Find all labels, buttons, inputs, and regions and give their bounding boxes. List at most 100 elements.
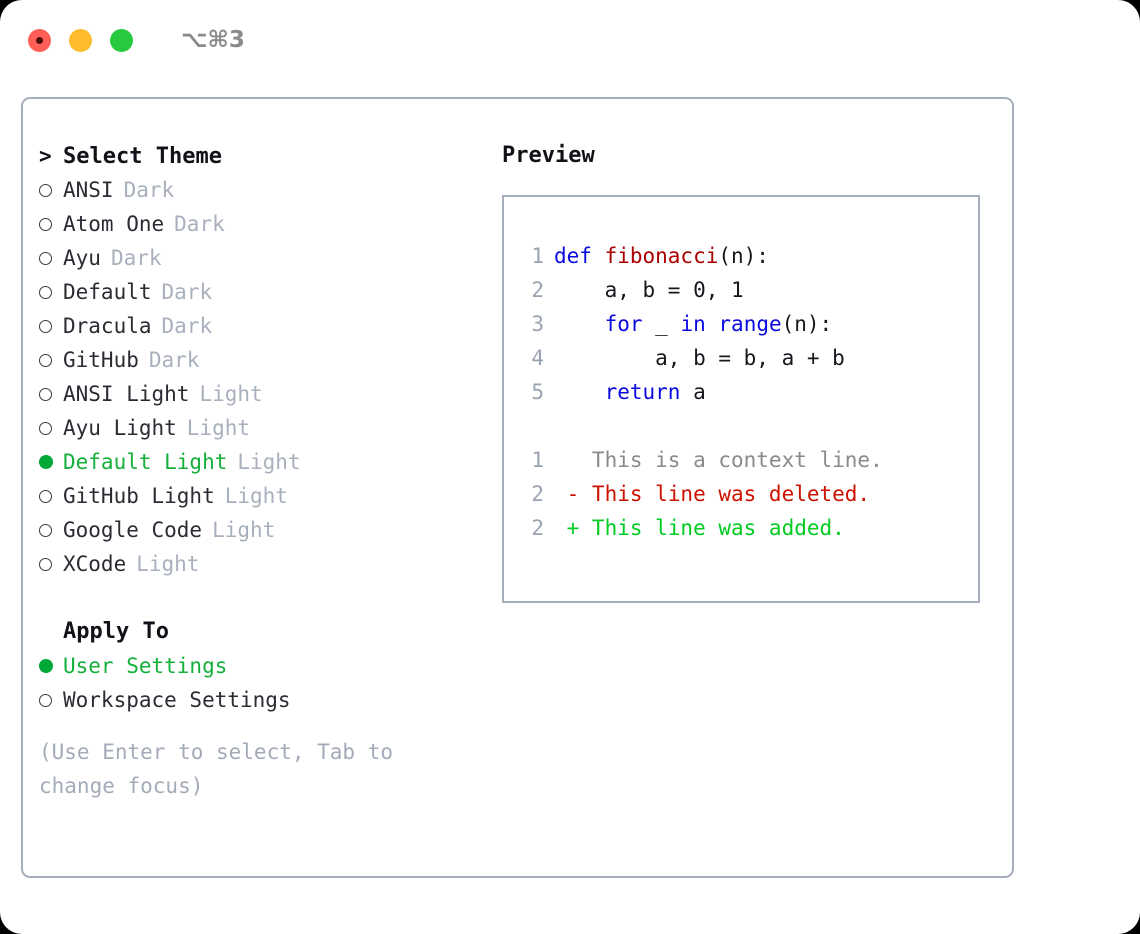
- apply-to-item[interactable]: User Settings: [39, 649, 499, 683]
- theme-list-item[interactable]: GitHub Light Light: [39, 479, 499, 513]
- theme-name-label: GitHub Light: [63, 484, 215, 508]
- theme-variant-label: Dark: [123, 178, 175, 202]
- theme-name-label: Default Light: [63, 450, 228, 474]
- theme-variant-label: Light: [212, 518, 276, 542]
- close-window-button[interactable]: [28, 28, 51, 52]
- code-token: (n):: [718, 244, 769, 268]
- apply-to-header-label: Apply To: [63, 619, 169, 644]
- code-line: 5 return a: [516, 375, 978, 409]
- theme-variant-label: Dark: [148, 348, 200, 372]
- theme-list-item[interactable]: Google Code Light: [39, 513, 499, 547]
- theme-list-item[interactable]: Atom One Dark: [39, 207, 499, 241]
- code-line: 3 for _ in range(n):: [516, 307, 978, 341]
- line-number: 2: [531, 482, 544, 506]
- radio-unselected-icon: [39, 309, 63, 343]
- theme-list-item[interactable]: Ayu Light Light: [39, 411, 499, 445]
- radio-unselected-icon: [39, 173, 63, 207]
- code-token: This is a context line.: [554, 448, 883, 472]
- radio-unselected-icon: [39, 683, 63, 717]
- select-theme-header: > Select Theme: [39, 139, 499, 173]
- code-token: for: [604, 312, 643, 336]
- diff-line: 2 + This line was added.: [516, 511, 978, 545]
- theme-variant-label: Dark: [161, 314, 213, 338]
- code-line: 2 a, b = 0, 1: [516, 273, 978, 307]
- code-token: def: [554, 244, 605, 268]
- maximize-window-button[interactable]: [110, 28, 133, 52]
- theme-variant-label: Dark: [161, 280, 213, 304]
- code-token: [706, 312, 719, 336]
- line-number: 2: [531, 278, 544, 302]
- theme-name-label: Atom One: [63, 212, 165, 236]
- apply-to-label: Workspace Settings: [63, 688, 291, 712]
- code-token: _: [642, 312, 681, 336]
- code-token: (n):: [781, 312, 833, 336]
- radio-unselected-icon: [39, 275, 63, 309]
- code-token: range: [718, 312, 782, 336]
- caret-icon: >: [39, 144, 52, 168]
- code-token: fibonacci: [604, 244, 719, 268]
- apply-to-item[interactable]: Workspace Settings: [39, 683, 499, 717]
- apply-to-label: User Settings: [63, 654, 228, 678]
- radio-unselected-icon: [39, 241, 63, 275]
- code-token: a: [680, 380, 706, 404]
- help-text: (Use Enter to select, Tab to change focu…: [39, 740, 406, 798]
- radio-unselected-icon: [39, 411, 63, 445]
- theme-variant-label: Light: [224, 484, 288, 508]
- line-number: 1: [531, 448, 544, 472]
- diff-line: 2 - This line was deleted.: [516, 477, 978, 511]
- line-number: 5: [531, 380, 544, 404]
- radio-unselected-icon: [39, 547, 63, 581]
- theme-list-item[interactable]: ANSI Light Light: [39, 377, 499, 411]
- theme-list-item[interactable]: ANSI Dark: [39, 173, 499, 207]
- theme-variant-label: Dark: [110, 246, 162, 270]
- theme-name-label: GitHub: [63, 348, 139, 372]
- code-line: 4 a, b = b, a + b: [516, 341, 978, 375]
- theme-name-label: Ayu Light: [63, 416, 177, 440]
- title-bar: ⌥⌘3: [0, 0, 1140, 80]
- code-token: a, b = 0, 1: [554, 278, 744, 302]
- code-token: a, b = b, a + b: [554, 346, 845, 370]
- radio-selected-icon: [39, 445, 63, 479]
- code-token: - This line was deleted.: [554, 482, 871, 506]
- select-theme-header-label: Select Theme: [63, 144, 222, 169]
- diff-sample: 1 This is a context line. 2 - This line w…: [516, 443, 978, 545]
- line-number: 1: [531, 244, 544, 268]
- line-number: 4: [531, 346, 544, 370]
- line-number: 3: [531, 312, 544, 336]
- code-line: 1 def fibonacci(n):: [516, 239, 978, 273]
- radio-unselected-icon: [39, 207, 63, 241]
- minimize-window-button[interactable]: [69, 28, 92, 52]
- code-token: in: [680, 312, 706, 336]
- theme-name-label: Default: [63, 280, 152, 304]
- radio-selected-icon: [39, 649, 63, 683]
- code-token: [554, 380, 605, 404]
- theme-name-label: XCode: [63, 552, 127, 576]
- theme-name-label: ANSI: [63, 178, 114, 202]
- radio-unselected-icon: [39, 377, 63, 411]
- preview-title: Preview: [502, 143, 595, 168]
- theme-variant-label: Dark: [174, 212, 225, 236]
- theme-variant-label: Light: [186, 416, 251, 440]
- list-spacer: [39, 581, 499, 615]
- theme-variant-label: Light: [199, 382, 263, 406]
- radio-unselected-icon: [39, 513, 63, 547]
- keyboard-shortcut-label: ⌥⌘3: [181, 27, 245, 53]
- theme-list-item[interactable]: Default Dark: [39, 275, 499, 309]
- theme-list-item[interactable]: GitHub Dark: [39, 343, 499, 377]
- code-token: + This line was added.: [554, 516, 845, 540]
- code-token: [554, 312, 605, 336]
- theme-name-label: Google Code: [63, 518, 203, 542]
- theme-name-label: ANSI Light: [63, 382, 190, 406]
